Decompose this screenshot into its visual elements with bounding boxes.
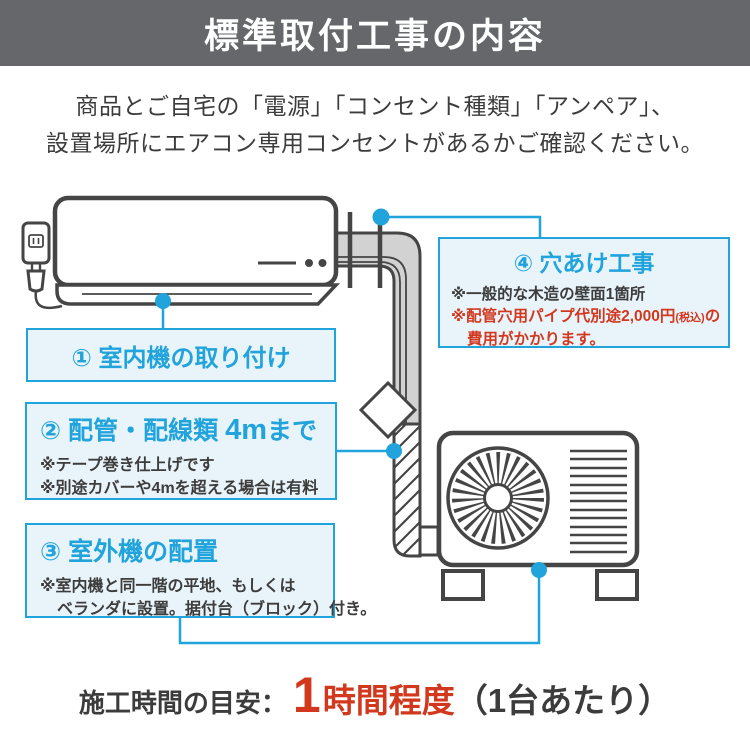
callout-outdoor-note-2: ベランダに設置。据付台（ブロック）付き。 <box>57 601 377 618</box>
callout-outdoor-unit: ③ 室外機の配置 ※室内機と同一階の平地、もしくは ベランダに設置。据付台（ブロ… <box>25 523 377 618</box>
callout-drilling-title: ④ 穴あけ工事 <box>513 250 655 276</box>
indoor-unit-illustration <box>52 195 341 306</box>
callout-piping-title-em: 4m <box>225 414 267 446</box>
connector-line-drilling <box>381 215 542 237</box>
callout-outdoor-note-1: ※室内機と同一階の平地、もしくは <box>40 578 296 595</box>
callout-drilling-note-2-main: ※配管穴用パイプ代別途2,000円 <box>451 307 676 325</box>
outdoor-unit-feet <box>441 569 639 601</box>
callout-outdoor-title: ③ 室外機の配置 <box>40 538 219 566</box>
work-time-label: 施工時間の目安： <box>78 688 287 718</box>
callout-indoor-title: ① 室内機の取り付け <box>71 344 291 372</box>
callout-piping-note-2: ※別途カバーや4mを超える場合は有料 <box>40 480 319 497</box>
callout-drilling-note-2: ※配管穴用パイプ代別途2,000円(税込)の <box>440 306 728 330</box>
work-time-duration: 時間程度 <box>322 682 455 719</box>
callout-indoor-unit: ① 室内機の取り付け <box>26 328 336 382</box>
callout-drilling-note-1: ※一般的な木造の壁面1箇所 <box>451 286 646 303</box>
callout-piping-title-pre: ② 配管・配線類 <box>40 417 226 445</box>
intro-line-1: 商品とご自宅の「電源」「コンセント種類」「アンペア」、 <box>75 93 675 119</box>
pipe-tape-hatch <box>392 422 422 558</box>
callout-piping-title: ② 配管・配線類 4mまで <box>40 411 335 447</box>
connector-dot-indoor <box>155 293 171 309</box>
work-time-number: 1 <box>292 667 321 723</box>
power-plug-icon <box>26 263 46 293</box>
callout-drilling-note-2-tail: の <box>704 307 721 325</box>
connector-dot-piping <box>386 443 402 459</box>
wall-lines <box>347 212 383 288</box>
callout-piping-title-post: まで <box>266 417 317 445</box>
callout-drilling-note-2-small: (税込) <box>675 311 705 324</box>
connector-line-outdoor <box>178 575 541 645</box>
connector-dot-drilling <box>372 208 390 226</box>
connector-dot-outdoor <box>531 562 547 578</box>
intro-line-2: 設置場所にエアコン専用コンセントがあるかご確認ください。 <box>46 130 704 156</box>
indoor-unit-led-1 <box>305 259 313 267</box>
outdoor-fan-icon <box>446 446 550 550</box>
callout-piping: ② 配管・配線類 4mまで ※テープ巻き仕上げです ※別途カバーや4mを超える場… <box>25 402 337 500</box>
pipe-joint-diamond <box>358 380 418 440</box>
page-title: 標準取付工事の内容 <box>203 16 546 56</box>
power-cord <box>34 290 63 310</box>
callout-piping-note-1: ※テープ巻き仕上げです <box>40 457 215 474</box>
outdoor-unit-illustration <box>436 430 640 601</box>
power-outlet-icon <box>21 221 51 265</box>
indoor-unit-led-2 <box>318 259 327 267</box>
header-bar: 標準取付工事の内容 <box>0 0 750 66</box>
callout-drilling: ④ 穴あけ工事 ※一般的な木造の壁面1箇所 ※配管穴用パイプ代別途2,000円(… <box>438 237 730 348</box>
outdoor-vent-grille <box>570 449 627 554</box>
callout-drilling-note-3: 費用がかかります。 <box>467 331 605 348</box>
work-time-suffix: （1台あたり） <box>454 682 672 719</box>
intro-text: 商品とご自宅の「電源」「コンセント種類」「アンペア」、 設置場所にエアコン専用コ… <box>0 88 750 162</box>
callout-connectors <box>155 208 547 645</box>
pipe-connector-box <box>418 525 440 557</box>
